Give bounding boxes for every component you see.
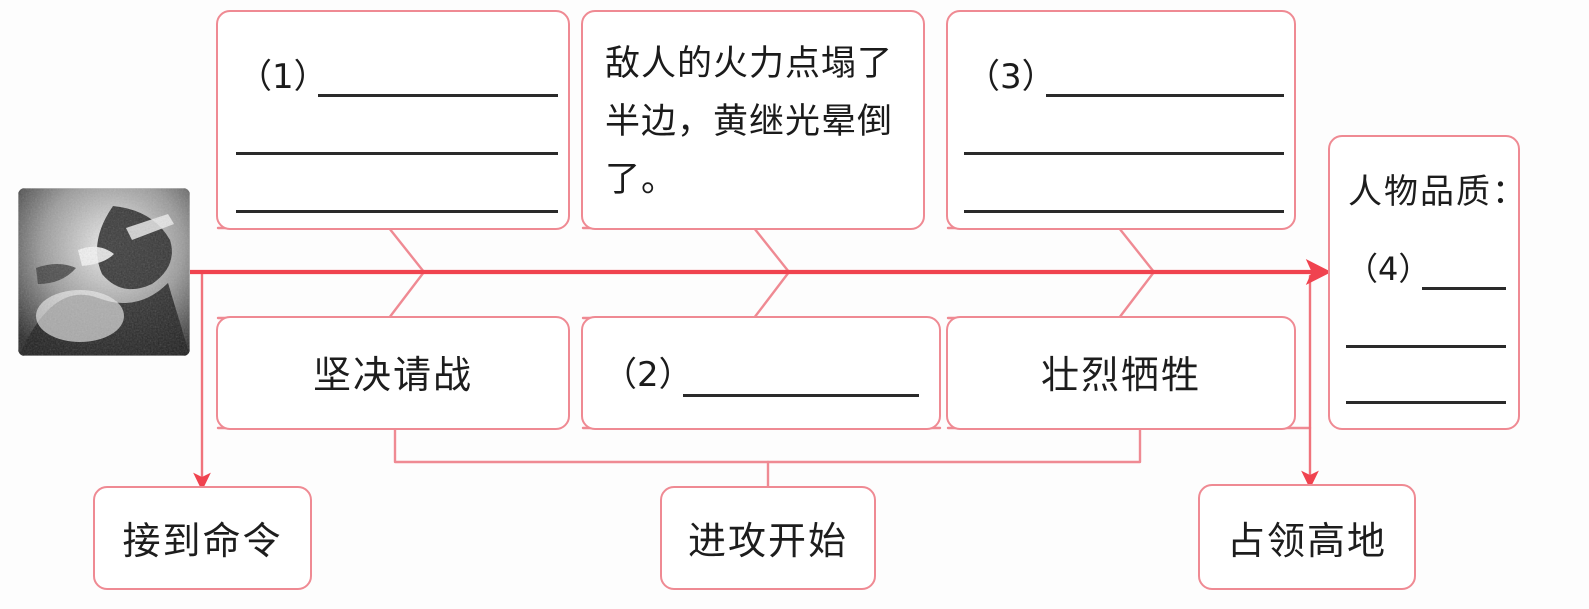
top-box-3[interactable]: （3） xyxy=(946,10,1296,230)
top-box-1-number: （1） xyxy=(238,57,328,97)
stage-box-1[interactable]: 接到命令 xyxy=(93,486,312,590)
top-box-1-line-1[interactable] xyxy=(318,94,558,97)
top-box-1[interactable]: （1） xyxy=(216,10,570,230)
result-panel-number: （4） xyxy=(1346,250,1431,288)
top-box-3-line-2[interactable] xyxy=(964,152,1284,155)
top-box-1-line-3[interactable] xyxy=(236,210,558,213)
bottom-box-3-text: 壮烈牺牲 xyxy=(1040,353,1201,397)
stage-box-2-text: 进攻开始 xyxy=(687,519,848,563)
top-box-3-number: （3） xyxy=(966,57,1056,97)
stage-box-3[interactable]: 占领高地 xyxy=(1198,484,1416,590)
result-panel-line-2[interactable] xyxy=(1346,345,1506,348)
stage-box-2[interactable]: 进攻开始 xyxy=(660,486,876,590)
bottom-box-3[interactable]: 壮烈牺牲 xyxy=(946,316,1296,430)
stage-box-1-text: 接到命令 xyxy=(122,519,283,563)
top-box-2[interactable]: 敌人的火力点塌了半边，黄继光晕倒了。 xyxy=(581,10,925,230)
result-panel-line-3[interactable] xyxy=(1346,401,1506,404)
top-box-1-line-2[interactable] xyxy=(236,152,558,155)
stage-box-3-text: 占领高地 xyxy=(1226,519,1387,563)
battle-illustration xyxy=(18,188,190,356)
bottom-box-1[interactable]: 坚决请战 xyxy=(216,316,570,430)
bottom-box-2[interactable]: （2） xyxy=(581,316,941,430)
bottom-box-2-line-1[interactable] xyxy=(683,394,919,397)
result-panel-line-1[interactable] xyxy=(1422,287,1506,290)
top-box-3-line-1[interactable] xyxy=(1046,94,1284,97)
top-box-3-line-3[interactable] xyxy=(964,210,1284,213)
result-panel[interactable]: 人物品质： （4） xyxy=(1328,135,1528,430)
bottom-box-1-text: 坚决请战 xyxy=(312,353,473,397)
result-panel-title: 人物品质： xyxy=(1348,172,1528,212)
top-box-2-text: 敌人的火力点塌了半边，黄继光晕倒了。 xyxy=(605,44,894,200)
bottom-box-2-number: （2） xyxy=(603,355,693,395)
